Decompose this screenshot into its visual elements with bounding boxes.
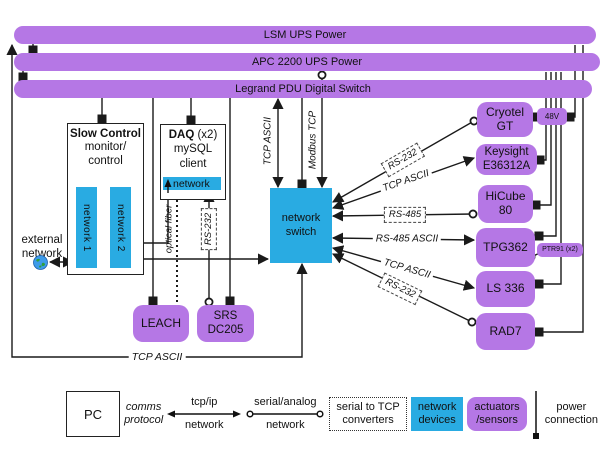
- network-switch-line1: network: [281, 211, 321, 224]
- legend-comms-protocol: comms protocol: [124, 400, 164, 426]
- device-ls336: LS 336: [476, 271, 535, 307]
- external-network-line1: external: [21, 234, 63, 246]
- legend-pc-label: PC: [83, 406, 103, 422]
- lsm-ups-power-bar: LSM UPS Power: [14, 26, 596, 44]
- device-hicube-80: HiCube 80: [478, 185, 533, 223]
- device-rad7: RAD7: [476, 313, 535, 350]
- ptr91-label: PTR91 (x2): [542, 245, 578, 253]
- network2-label: network 2: [115, 203, 126, 252]
- daq-line3: client: [179, 157, 207, 170]
- slow-control-title: Slow Control: [70, 128, 141, 140]
- hicube-line2: 80: [498, 203, 513, 217]
- srs-line2: DC205: [207, 323, 244, 336]
- legend: PC comms protocol tcp/ip network serial/…: [66, 385, 598, 443]
- apc-ups-power-label: APC 2200 UPS Power: [251, 56, 363, 68]
- network-switch: network switch: [270, 188, 332, 263]
- double-arrow-icon: [167, 410, 242, 418]
- rs485-ascii-tpg-label: RS-485 ASCII: [372, 233, 442, 245]
- network1-label: network 1: [81, 203, 92, 252]
- rs485-hicube-label: RS-485: [383, 206, 427, 224]
- leach-label: LEACH: [140, 315, 181, 330]
- tcp-ascii-bottom-label: TCP ASCII: [128, 351, 186, 363]
- keysight-line2: E36312A: [482, 159, 531, 172]
- network-switch-line2: switch: [285, 225, 317, 238]
- serial-line-icon: [246, 410, 324, 418]
- ls336-label: LS 336: [486, 281, 525, 296]
- legend-actuators-sensors: actuators /sensors: [467, 396, 527, 432]
- legend-serial-tcp-converters: serial to TCP converters: [329, 396, 407, 432]
- rad7-label: RAD7: [489, 323, 522, 338]
- network1-port: network 1: [76, 187, 97, 268]
- power-line-icon: [532, 391, 539, 439]
- cryotel-line2: GT: [496, 118, 514, 133]
- globe-icon: [33, 255, 48, 270]
- device-keysight: Keysight E36312A: [476, 144, 537, 175]
- legend-network-devices: network devices: [410, 396, 464, 432]
- rs232-daq-label: RS-232: [200, 207, 218, 251]
- legend-pc-box: PC: [66, 391, 120, 437]
- legrand-pdu-bar: Legrand PDU Digital Switch: [14, 80, 592, 98]
- tpg362-label: TPG362: [483, 239, 528, 254]
- device-leach: LEACH: [133, 305, 189, 342]
- hicube-line1: HiCube: [485, 189, 526, 204]
- lsm-ups-power-label: LSM UPS Power: [263, 29, 347, 41]
- modbus-tcp-label: Modbus TCP: [307, 110, 319, 170]
- legend-serial-network: serial/analog network: [245, 396, 325, 432]
- device-48v-supply: 48V: [537, 108, 567, 125]
- daq-title-suffix: (x2): [194, 129, 218, 141]
- daq-title: DAQ: [168, 129, 195, 141]
- daq-network-label: network: [173, 177, 210, 190]
- slow-control-line2: monitor/: [84, 141, 127, 153]
- device-cryotel-gt: Cryotel GT: [477, 102, 533, 137]
- network2-port: network 2: [110, 187, 131, 268]
- psu-48v-label: 48V: [544, 111, 560, 121]
- legend-tcpip-network: tcp/ip network: [167, 396, 242, 432]
- tcp-ascii-legrand-label: TCP ASCII: [262, 116, 274, 166]
- apc-ups-power-bar: APC 2200 UPS Power: [14, 53, 600, 71]
- device-ptr91: PTR91 (x2): [537, 243, 583, 257]
- cryotel-line1: Cryotel: [485, 104, 524, 119]
- srs-line1: SRS: [213, 310, 238, 323]
- device-srs-dc205: SRS DC205: [197, 305, 254, 342]
- slow-control-line3: control: [88, 155, 123, 168]
- daq-line2: mySQL: [173, 143, 213, 156]
- keysight-line1: Keysight: [484, 146, 529, 159]
- device-tpg362: TPG362: [476, 228, 535, 267]
- legend-power-connection: power connection: [531, 389, 598, 439]
- optical-fiber-label: optical fiber: [163, 204, 175, 254]
- daq-network-port: network: [163, 177, 221, 190]
- legrand-pdu-label: Legrand PDU Digital Switch: [235, 83, 371, 95]
